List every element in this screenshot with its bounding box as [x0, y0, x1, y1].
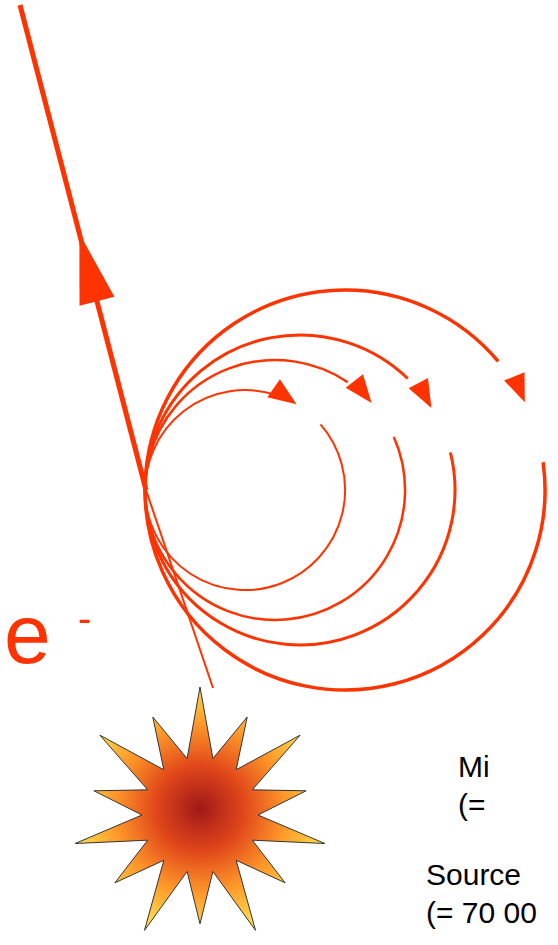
arrowhead — [267, 379, 296, 404]
source-value: (= 70 00 — [426, 898, 537, 928]
arrowhead — [504, 372, 525, 402]
arrowhead — [79, 234, 114, 306]
source-burst — [75, 687, 325, 930]
outgoing-track — [20, 5, 146, 490]
field-label: Mi — [458, 752, 490, 782]
arrowhead — [409, 378, 432, 408]
spiral-arc — [145, 360, 405, 620]
burst-shape — [75, 687, 325, 930]
particle-symbol: e — [4, 592, 51, 676]
spiral-arc — [145, 290, 545, 690]
spiral-arcs — [145, 290, 545, 690]
arrowhead — [346, 374, 372, 403]
field-value: (= — [458, 790, 486, 820]
charge-sign: - — [78, 598, 91, 638]
spiral-arc — [145, 335, 455, 645]
spiral-arc — [145, 390, 345, 590]
source-label: Source — [426, 860, 521, 890]
